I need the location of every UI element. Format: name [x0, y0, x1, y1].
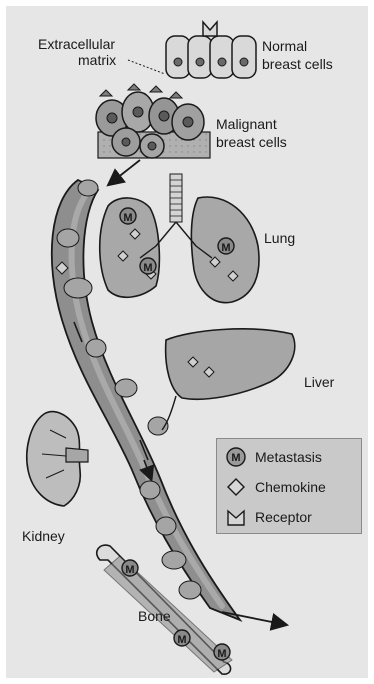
malignant-breast-cells-label-2: breast cells: [216, 134, 287, 150]
lung-metastasis-mark: M: [143, 262, 152, 274]
bone-metastasis-mark: M: [125, 564, 134, 576]
kidney-label: Kidney: [22, 528, 65, 544]
lung: [100, 174, 259, 303]
bone-metastasis-mark: M: [177, 634, 186, 646]
kidney: [27, 412, 88, 506]
extracellular-matrix-label: Extracellular: [38, 36, 115, 52]
metastasis-icon: M: [225, 446, 247, 468]
metastasis-icon-letter: M: [231, 452, 240, 464]
legend-label-chemokine: Chemokine: [255, 479, 326, 495]
malignant-breast-cells: [96, 84, 210, 158]
legend: M Metastasis Chemokine Receptor: [216, 438, 362, 534]
malignant-breast-cells-label: Malignant: [216, 116, 277, 132]
legend-item-receptor: Receptor: [225, 505, 312, 529]
invasion-arrow: [112, 160, 140, 182]
extracellular-matrix-label-2: matrix: [78, 52, 116, 68]
lung-metastasis-mark: M: [221, 242, 230, 254]
normal-breast-cells-label: Normal: [262, 38, 307, 54]
bone-metastasis-mark: M: [217, 648, 226, 660]
legend-label-receptor: Receptor: [255, 509, 312, 525]
matrix-pointer-line: [128, 60, 165, 74]
bone-label: Bone: [138, 608, 171, 624]
receptor-icon: [225, 506, 247, 528]
legend-label-metastasis: Metastasis: [255, 449, 322, 465]
legend-item-metastasis: M Metastasis: [225, 445, 322, 469]
lung-label: Lung: [264, 230, 295, 246]
chemokine-icon: [225, 476, 247, 498]
normal-breast-cells: [166, 22, 256, 78]
normal-breast-cells-label-2: breast cells: [262, 56, 333, 72]
lung-metastasis-mark: M: [123, 212, 132, 224]
liver: [162, 329, 295, 430]
legend-item-chemokine: Chemokine: [225, 475, 326, 499]
liver-label: Liver: [304, 374, 334, 390]
